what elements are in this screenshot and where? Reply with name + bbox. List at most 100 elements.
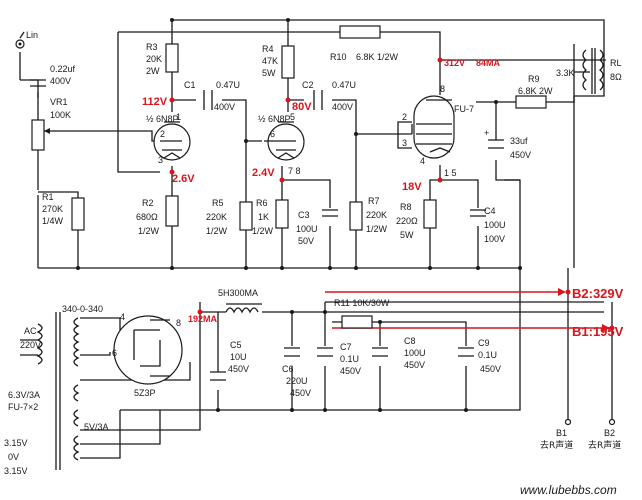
voltage-b2: B2:329V <box>572 286 624 301</box>
c6-ref: C6 <box>282 364 294 374</box>
c7-ref: C7 <box>340 342 352 352</box>
c1-voltage: 400V <box>214 102 235 112</box>
r2-ref: R2 <box>142 198 154 208</box>
c8-value: 100U <box>404 348 426 358</box>
b2-note: 去R声道 <box>588 439 621 451</box>
voltage-plate3: 312V <box>444 58 465 68</box>
b1-note: 去R声道 <box>540 439 573 451</box>
input-cap-value: 0.22uf <box>50 64 76 74</box>
c2-value: 0.47U <box>332 80 356 90</box>
r5-value: 220K <box>206 212 227 222</box>
r10-resistor <box>339 25 381 39</box>
choke-5h <box>225 303 262 314</box>
voltage-cathode2: 2.4V <box>252 167 275 179</box>
r8-ref: R8 <box>400 202 412 212</box>
voltage-plate1: 112V <box>142 96 168 108</box>
tube3-pin3: 3 <box>402 138 407 148</box>
c9-voltage: 450V <box>480 364 501 374</box>
r4-watt: 5W <box>262 68 276 78</box>
psu-heater1: 6.3V/3A <box>8 390 40 400</box>
c4-ref: C4 <box>484 206 496 216</box>
b2-terminal <box>608 418 616 426</box>
r8-watt: 5W <box>400 230 414 240</box>
tube3-pin15: 1 5 <box>444 168 457 178</box>
ot-rl-value: 8Ω <box>610 72 622 82</box>
c5-value: 10U <box>230 352 247 362</box>
r5-resistor <box>239 201 253 231</box>
tube1-pin1: 1 <box>176 112 181 122</box>
r3-watt: 2W <box>146 66 160 76</box>
c1-value: 0.47U <box>216 80 240 90</box>
c7-value: 0.1U <box>340 354 359 364</box>
c1-capacitor <box>203 90 213 110</box>
c3-voltage: 50V <box>298 236 314 246</box>
psu-wires <box>20 268 604 459</box>
r1-ref: R1 <box>42 192 54 202</box>
psu-transformer-label: 340-0-340 <box>62 304 103 314</box>
r6-ref: R6 <box>256 198 268 208</box>
tube1-pin3: 3 <box>158 155 163 165</box>
r1-value: 270K <box>42 204 63 214</box>
c6-voltage: 450V <box>290 388 311 398</box>
tube1-6n8p <box>153 121 191 161</box>
r11-label: R11 10K/30W <box>334 298 390 308</box>
c1-ref: C1 <box>184 80 196 90</box>
voltage-cathode3: 18V <box>402 181 422 193</box>
psu-ac-label: AC <box>24 326 37 336</box>
input-capacitor <box>30 79 46 87</box>
r9-resistor <box>515 95 547 109</box>
r6-resistor <box>275 199 289 229</box>
b1-label: B1 <box>556 428 567 438</box>
r4-value: 47K <box>262 56 278 66</box>
voltage-plate2: 80V <box>292 101 312 113</box>
tube2-pin5: 5 <box>290 112 295 122</box>
r3-resistor <box>165 43 179 73</box>
psu-ac-voltage: 220V <box>20 340 41 350</box>
c3-capacitor <box>322 209 338 217</box>
tube1-ref: ½ 6N8P <box>146 114 179 124</box>
r3-value: 20K <box>146 54 162 64</box>
c9-value: 0.1U <box>478 350 497 360</box>
r2-value: 680Ω <box>136 212 158 222</box>
r6-value: 1K <box>258 212 269 222</box>
rect-pin4: 4 <box>120 312 125 322</box>
r3-ref: R3 <box>146 42 158 52</box>
c6-value: 220U <box>286 376 308 386</box>
r10-ref: R10 <box>330 52 347 62</box>
signal-wires <box>19 19 613 420</box>
c3-ref: C3 <box>298 210 310 220</box>
c8-ref: C8 <box>404 336 416 346</box>
current-plate3: 84MA <box>476 58 501 68</box>
ot-rl: RL <box>610 58 622 68</box>
psu-h315a: 3.15V <box>4 438 28 448</box>
r4-resistor <box>281 45 295 79</box>
c4-voltage: 100V <box>484 234 505 244</box>
psu-h0v: 0V <box>8 452 19 462</box>
r7-watt: 1/2W <box>366 224 388 234</box>
rectifier-5z3p <box>113 315 183 385</box>
tube3-ref: FU-7 <box>454 104 474 114</box>
tube2-ref: ½ 6N8P <box>258 114 291 124</box>
r5-watt: 1/2W <box>206 226 228 236</box>
voltage-b1: B1:195V <box>572 324 624 339</box>
rect-pin8: 8 <box>176 318 181 328</box>
input-label: Lin <box>26 30 38 40</box>
c4-value: 100U <box>484 220 506 230</box>
c5-capacitor <box>210 371 226 381</box>
tube1-pin2: 2 <box>160 129 165 139</box>
c7-voltage: 450V <box>340 366 361 376</box>
c7-capacitor <box>317 347 333 357</box>
r11-resistor <box>341 315 373 329</box>
r7-ref: R7 <box>368 196 380 206</box>
vr1-potentiometer <box>31 119 45 151</box>
c5-voltage: 450V <box>228 364 249 374</box>
input-cap-voltage: 400V <box>50 76 71 86</box>
r7-resistor <box>349 201 363 231</box>
current-rectifier: 192MA <box>188 314 218 324</box>
c5-ref: C5 <box>230 340 242 350</box>
r5-ref: R5 <box>212 198 224 208</box>
power-transformer <box>36 312 80 470</box>
watermark: www.lubebbs.com <box>520 483 617 497</box>
tube2-pin78: 7 8 <box>288 166 301 176</box>
